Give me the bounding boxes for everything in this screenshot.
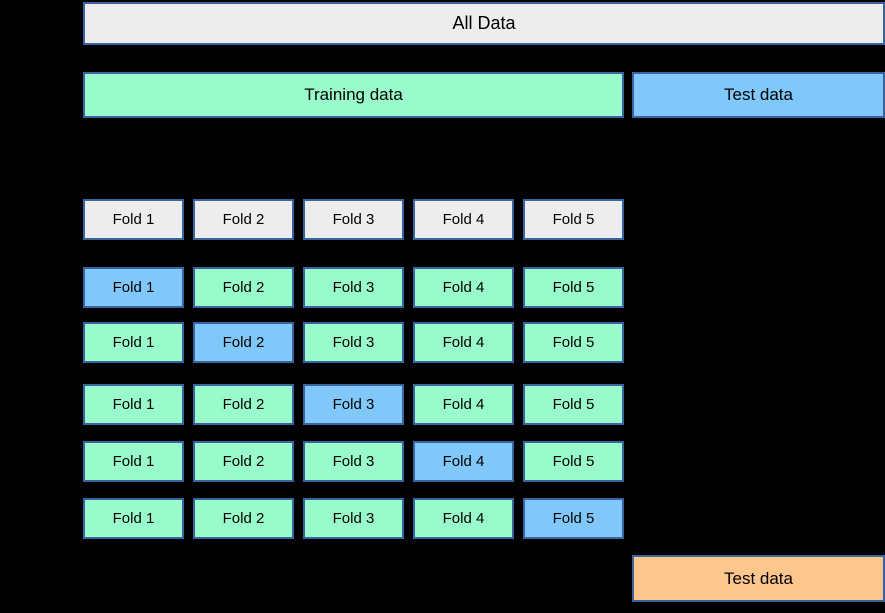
training-data-label: Training data [304, 85, 403, 104]
fold-cell: Fold 3 [303, 384, 404, 425]
cv-split-row-2: Fold 1 Fold 2 Fold 3 Fold 4 Fold 5 [83, 322, 624, 363]
fold-cell: Fold 2 [193, 498, 294, 539]
all-data-label: All Data [452, 13, 516, 33]
fold-cell: Fold 3 [303, 441, 404, 482]
test-data-label: Test data [724, 85, 793, 104]
cv-split-row-4: Fold 1 Fold 2 Fold 3 Fold 4 Fold 5 [83, 441, 624, 482]
fold-cell: Fold 4 [413, 498, 514, 539]
fold-cell: Fold 1 [83, 384, 184, 425]
cv-split-row-1: Fold 1 Fold 2 Fold 3 Fold 4 Fold 5 [83, 267, 624, 308]
fold-cell: Fold 5 [523, 384, 624, 425]
final-test-data-bar: Test data [632, 555, 885, 602]
fold-header-row: Fold 1 Fold 2 Fold 3 Fold 4 Fold 5 [83, 199, 624, 240]
fold-cell: Fold 4 [413, 322, 514, 363]
fold-cell: Fold 2 [193, 384, 294, 425]
fold-cell: Fold 2 [193, 267, 294, 308]
fold-cell: Fold 4 [413, 384, 514, 425]
fold-cell: Fold 2 [193, 441, 294, 482]
fold-cell: Fold 3 [303, 199, 404, 240]
fold-cell: Fold 3 [303, 322, 404, 363]
fold-cell: Fold 1 [83, 498, 184, 539]
fold-cell: Fold 3 [303, 267, 404, 308]
test-data-bar: Test data [632, 72, 885, 118]
fold-cell: Fold 4 [413, 199, 514, 240]
fold-cell: Fold 5 [523, 498, 624, 539]
all-data-bar: All Data [83, 2, 885, 45]
cv-split-row-5: Fold 1 Fold 2 Fold 3 Fold 4 Fold 5 [83, 498, 624, 539]
fold-cell: Fold 4 [413, 441, 514, 482]
fold-cell: Fold 5 [523, 322, 624, 363]
fold-cell: Fold 5 [523, 441, 624, 482]
fold-cell: Fold 2 [193, 199, 294, 240]
fold-cell: Fold 2 [193, 322, 294, 363]
fold-cell: Fold 5 [523, 267, 624, 308]
fold-cell: Fold 1 [83, 322, 184, 363]
fold-cell: Fold 1 [83, 267, 184, 308]
fold-cell: Fold 4 [413, 267, 514, 308]
cv-split-row-3: Fold 1 Fold 2 Fold 3 Fold 4 Fold 5 [83, 384, 624, 425]
fold-cell: Fold 1 [83, 199, 184, 240]
fold-cell: Fold 3 [303, 498, 404, 539]
fold-cell: Fold 5 [523, 199, 624, 240]
training-data-bar: Training data [83, 72, 624, 118]
final-test-data-label: Test data [724, 568, 793, 588]
fold-cell: Fold 1 [83, 441, 184, 482]
